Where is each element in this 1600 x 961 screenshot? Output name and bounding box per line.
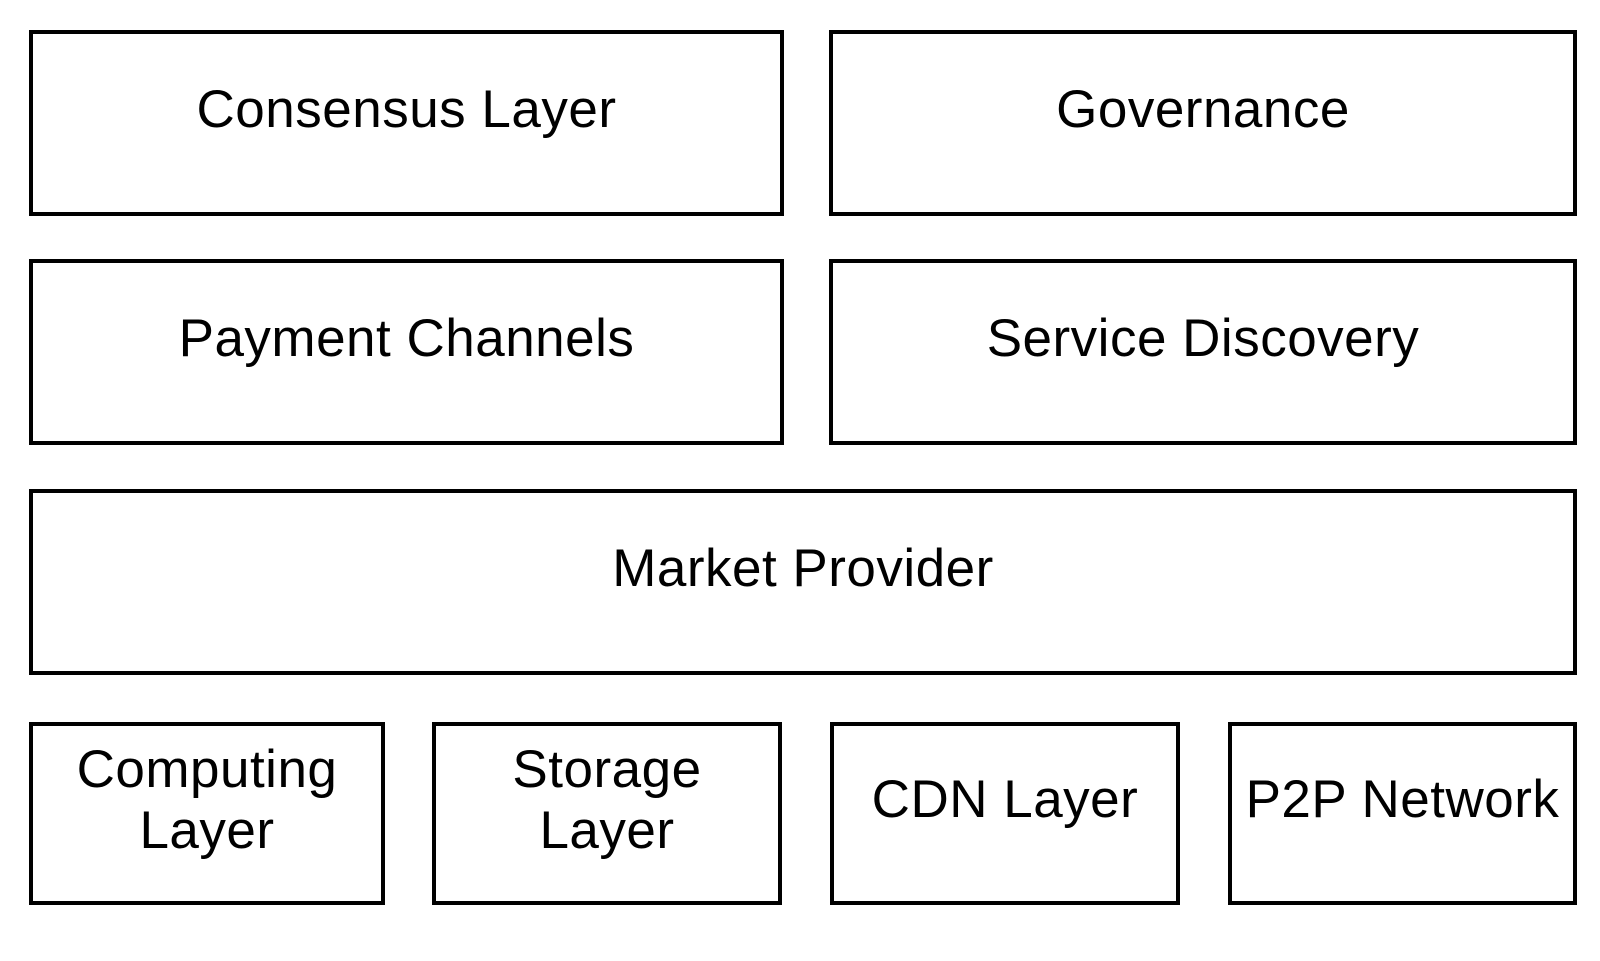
cdn-layer-box: CDN Layer <box>830 722 1180 905</box>
service-discovery-box: Service Discovery <box>829 259 1577 445</box>
market-provider-label: Market Provider <box>612 538 994 598</box>
consensus-layer-label: Consensus Layer <box>196 79 617 139</box>
p2p-network-box: P2P Network <box>1228 722 1577 905</box>
cdn-layer-label: CDN Layer <box>871 770 1139 830</box>
consensus-layer-box: Consensus Layer <box>29 30 784 216</box>
storage-layer-label: Storage Layer <box>512 740 702 860</box>
computing-layer-box: Computing Layer <box>29 722 385 905</box>
payment-channels-box: Payment Channels <box>29 259 784 445</box>
computing-layer-label: Computing Layer <box>76 740 338 860</box>
market-provider-box: Market Provider <box>29 489 1577 675</box>
governance-box: Governance <box>829 30 1577 216</box>
payment-channels-label: Payment Channels <box>178 308 635 368</box>
service-discovery-label: Service Discovery <box>986 308 1420 368</box>
governance-label: Governance <box>1056 79 1350 139</box>
p2p-network-label: P2P Network <box>1245 770 1560 830</box>
storage-layer-box: Storage Layer <box>432 722 782 905</box>
